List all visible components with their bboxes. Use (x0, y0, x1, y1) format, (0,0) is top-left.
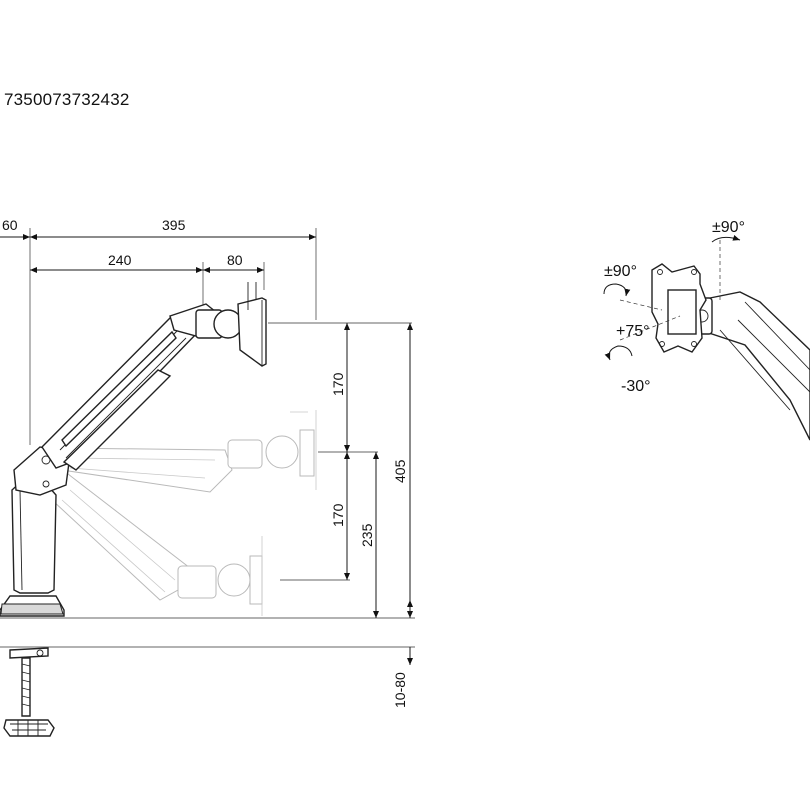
dim-80-label: 80 (227, 252, 243, 268)
dimension-10-80: 10-80 (392, 600, 413, 708)
dim-60-label: 60 (2, 217, 18, 233)
dim-405-label: 405 (392, 459, 408, 483)
product-code: 7350073732432 (4, 90, 130, 109)
dimension-235: 235 (359, 452, 379, 618)
dimension-170-top: 170 (330, 323, 350, 452)
dimension-170-mid: 170 (330, 452, 350, 580)
rotation-detail: ±90° ±90° +75° -30° (603, 219, 810, 441)
dimension-405: 405 (392, 323, 413, 618)
dimension-80: 80 (203, 252, 264, 273)
dim-240-label: 240 (108, 252, 132, 268)
swivel-label: ±90° (712, 219, 745, 236)
tilt-up-label: +75° (616, 323, 650, 340)
dimension-240: 240 (30, 252, 203, 273)
dim-170-mid-label: 170 (330, 503, 346, 527)
tilt-down-label: -30° (621, 378, 651, 395)
dim-235-label: 235 (359, 523, 375, 547)
dimension-395: 395 (30, 217, 316, 240)
dim-170-top-label: 170 (330, 372, 346, 396)
dimension-60: 60 (0, 217, 30, 240)
desk-clamp (3, 647, 55, 737)
rotate-label: ±90° (604, 263, 637, 280)
dim-10-80-label: 10-80 (392, 672, 408, 708)
monitor-arm-upper-position (0, 282, 267, 617)
dim-395-label: 395 (162, 217, 186, 233)
ghost-arm-lower (47, 473, 263, 616)
